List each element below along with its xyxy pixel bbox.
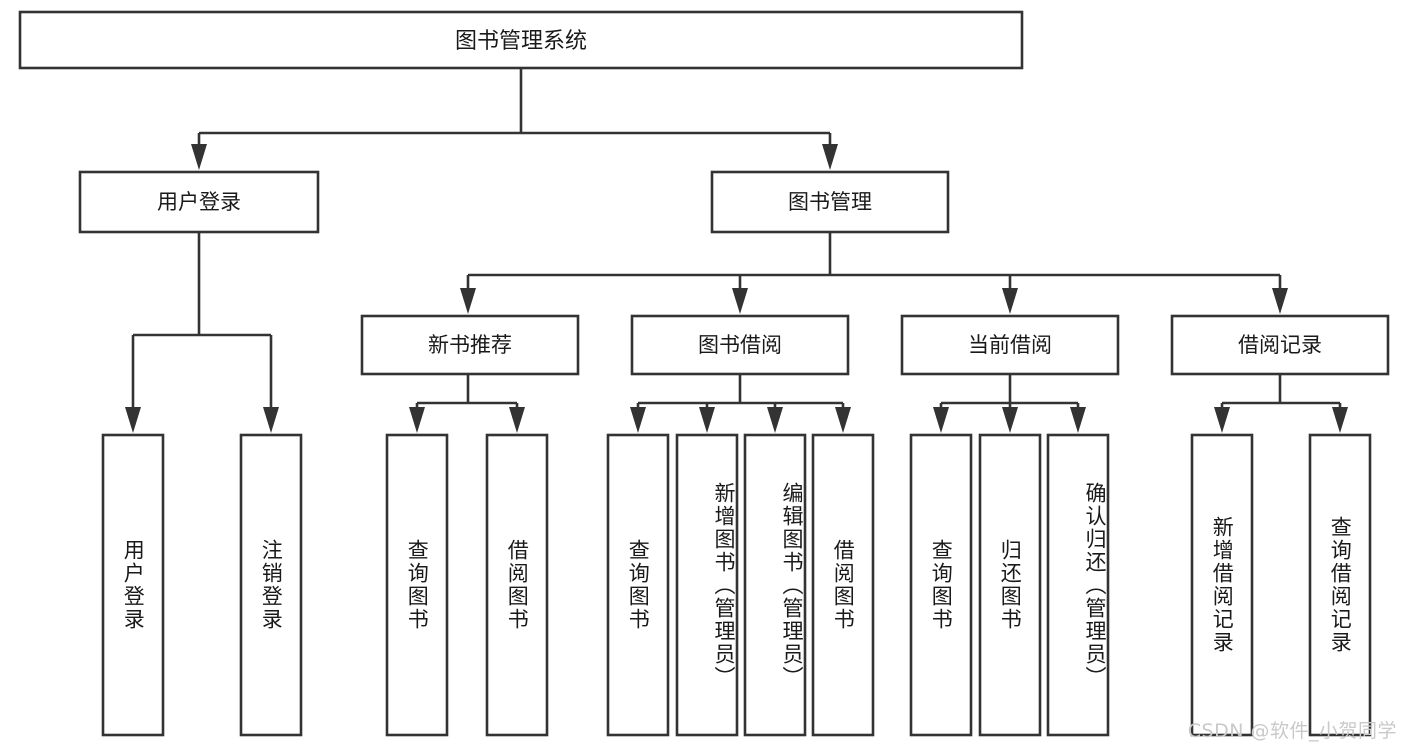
arrow-current-borrow-leaf-2-icon (1002, 407, 1018, 433)
connector-group-book-borrow (630, 374, 851, 433)
node-box-book-borrow[interactable] (630, 314, 850, 376)
node-box-leaf-query-book-3[interactable] (909, 433, 973, 737)
arrow-borrow-record-leaf-1-icon (1214, 407, 1230, 433)
node-box-leaf-confirm-return-admin[interactable] (1046, 433, 1110, 737)
label-user-login: 用户登录 (157, 190, 241, 214)
arrow-to-borrow-record-icon (1272, 288, 1288, 314)
arrow-book-borrow-leaf-3-icon (767, 407, 783, 433)
arrow-book-borrow-leaf-2-icon (699, 407, 715, 433)
connector-group-root (191, 68, 838, 170)
node-box-leaf-query-borrow-record[interactable] (1308, 433, 1372, 737)
label-book-borrow: 图书借阅 (698, 333, 782, 357)
node-box-leaf-logout[interactable] (239, 433, 303, 737)
label-new-book-recommend: 新书推荐 (428, 333, 512, 357)
node-box-borrow-record[interactable] (1170, 314, 1390, 376)
connector-group-book-mgmt (460, 232, 1288, 314)
node-box-new-book-recommend[interactable] (360, 314, 580, 376)
arrow-book-borrow-leaf-4-icon (835, 407, 851, 433)
node-box-leaf-edit-book-admin[interactable] (743, 433, 807, 737)
node-box-leaf-borrow-book-1[interactable] (485, 433, 549, 737)
node-box-leaf-query-book-2[interactable] (606, 433, 670, 737)
label-borrow-record: 借阅记录 (1238, 333, 1322, 357)
node-box-book-management[interactable] (710, 170, 950, 234)
node-box-leaf-query-book-1[interactable] (385, 433, 449, 737)
node-box-leaf-return-book[interactable] (978, 433, 1042, 737)
connector-group-new-book (409, 374, 525, 433)
arrow-to-current-borrow-icon (1002, 288, 1018, 314)
arrow-to-new-book-icon (460, 288, 476, 314)
arrow-current-borrow-leaf-3-icon (1070, 407, 1086, 433)
arrow-user-login-leaf-2-icon (263, 407, 279, 433)
arrow-root-to-user-login-icon (191, 144, 207, 170)
arrow-new-book-leaf-2-icon (509, 407, 525, 433)
node-box-leaf-borrow-book-2[interactable] (811, 433, 875, 737)
arrow-borrow-record-leaf-2-icon (1332, 407, 1348, 433)
label-current-borrow: 当前借阅 (968, 333, 1052, 357)
arrow-new-book-leaf-1-icon (409, 407, 425, 433)
connector-group-borrow-record (1214, 374, 1348, 433)
node-box-current-borrow[interactable] (900, 314, 1120, 376)
node-box-leaf-add-borrow-record[interactable] (1190, 433, 1254, 737)
arrow-book-borrow-leaf-1-icon (630, 407, 646, 433)
arrow-to-book-borrow-icon (732, 288, 748, 314)
connector-group-current-borrow (933, 374, 1086, 433)
label-book-management: 图书管理 (788, 190, 872, 214)
label-root: 图书管理系统 (455, 29, 587, 54)
node-box-root[interactable] (18, 10, 1024, 70)
node-box-user-login[interactable] (78, 170, 320, 234)
node-box-leaf-add-book-admin[interactable] (675, 433, 739, 737)
csdn-watermark: CSDN @软件_小贺同学 (1187, 720, 1397, 742)
arrow-root-to-book-mgmt-icon (822, 144, 838, 170)
connector-group-user-login (125, 232, 279, 433)
arrow-user-login-leaf-1-icon (125, 407, 141, 433)
arrow-current-borrow-leaf-1-icon (933, 407, 949, 433)
node-box-leaf-user-login[interactable] (101, 433, 165, 737)
